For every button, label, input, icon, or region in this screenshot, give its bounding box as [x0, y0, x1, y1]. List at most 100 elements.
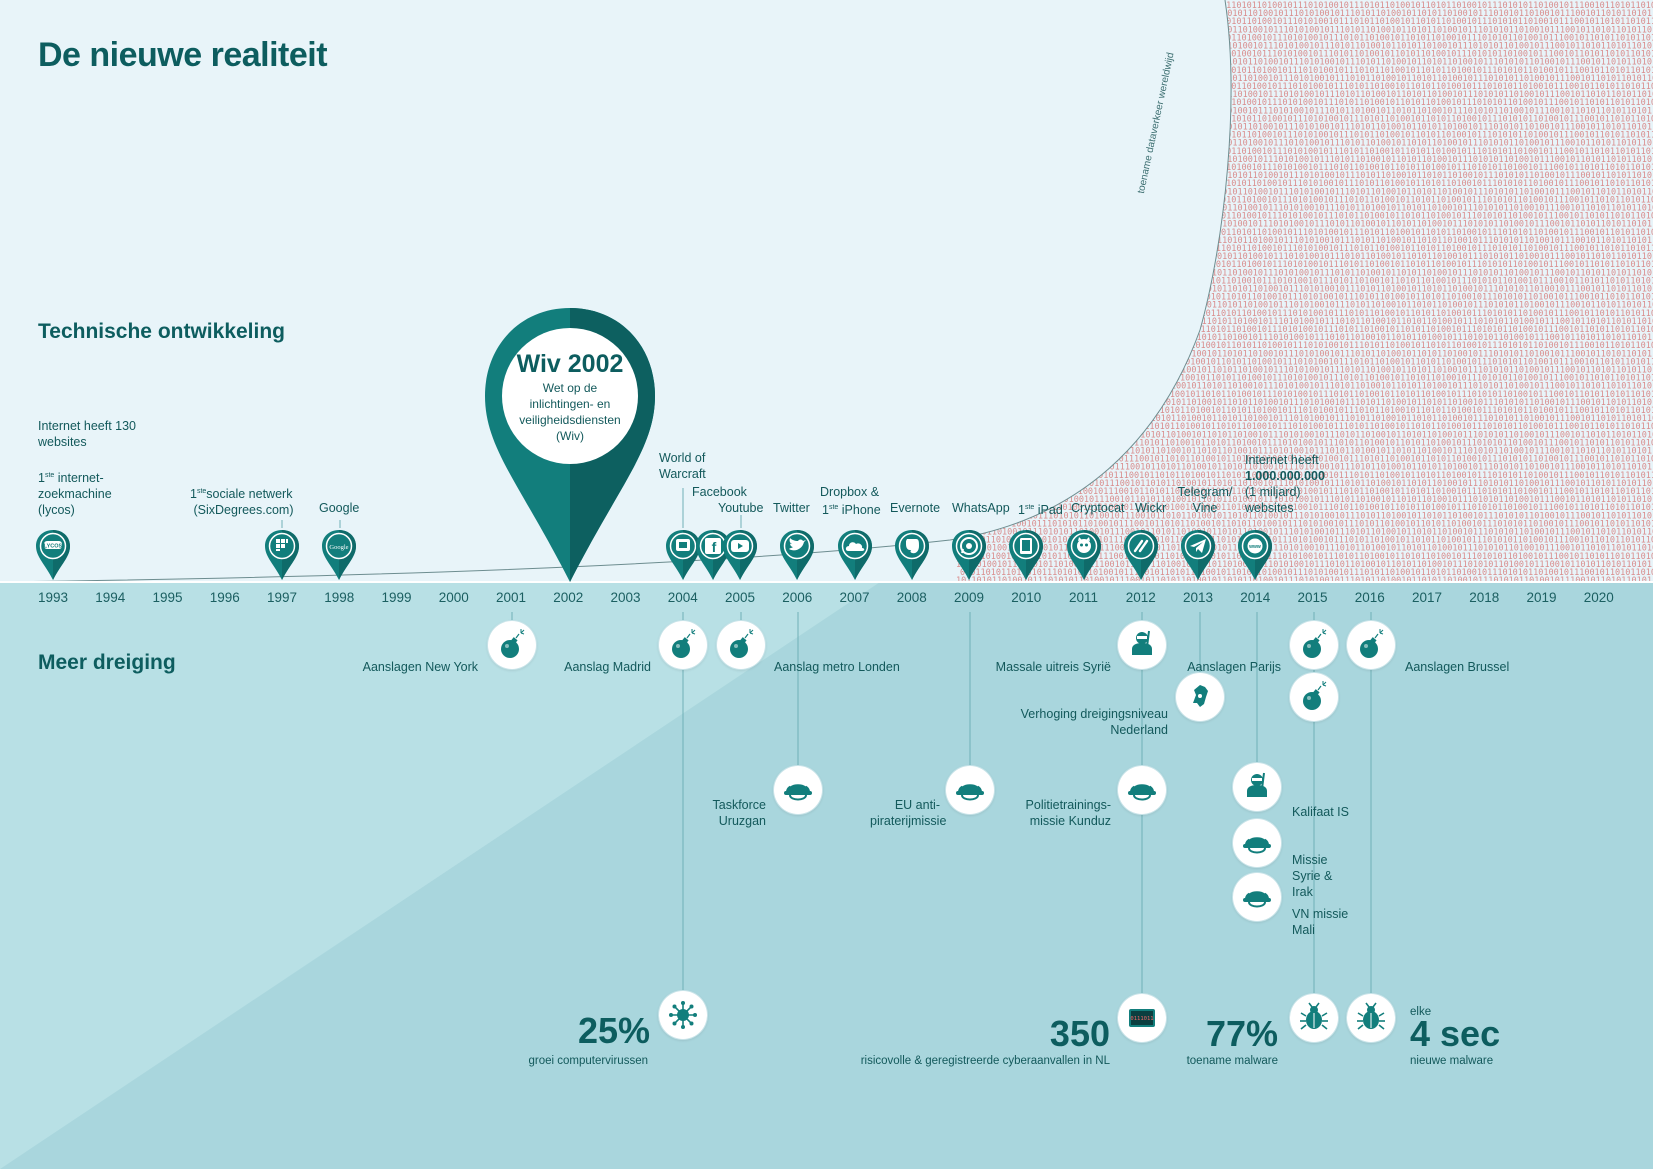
binary-row: 1011010010111010101101001011100101101011…: [956, 447, 1653, 457]
binary-row: 1101011010010111010101101001011100101101…: [960, 82, 1653, 92]
binary-row: 1011010010111010101101001011100101101011…: [956, 220, 1653, 230]
label-kunduz: Politietrainings-missie Kunduz: [1025, 798, 1111, 828]
label-lycos: 1ste internet-zoekmachine (lycos): [38, 471, 112, 518]
binary-row: 0101101011010010111010101101001011100101…: [956, 511, 1653, 521]
binary-row: 1011010010111010101101001011100101101011…: [960, 503, 1653, 513]
pin-wow-icon[interactable]: [665, 530, 700, 580]
pin-youtube-icon[interactable]: [723, 530, 757, 580]
binary-row: 1011010010111010101101001011100101101011…: [960, 390, 1653, 400]
page-title: De nieuwe realiteit: [38, 36, 328, 74]
binary-row: 0110101101001011101010110100101110010110…: [960, 357, 1653, 367]
label-ipad: 1ste iPad: [1018, 503, 1063, 518]
pin-twitter-icon[interactable]: [780, 530, 815, 580]
binary-row: 1010110100101110101011010010111001011010…: [956, 204, 1653, 214]
label-whatsapp: WhatsApp: [952, 501, 1010, 515]
syrie-soldier-icon[interactable]: [1118, 621, 1166, 669]
parijs-bomb-icon[interactable]: [1290, 621, 1338, 669]
year-label-2003: 2003: [610, 590, 641, 605]
binary-row: 1011010110100101110101011010010111001011…: [960, 66, 1653, 76]
year-label-2001: 2001: [495, 590, 527, 605]
binary-row: 0110101101001011101010110100101110010110…: [960, 17, 1653, 27]
binary-row: 0101101011010010111010101101001011100101…: [956, 58, 1653, 68]
malware2-bug-icon[interactable]: [1347, 994, 1395, 1042]
brussel-bomb-icon[interactable]: [1347, 621, 1395, 669]
pin-lycos-icon[interactable]: LYCOS: [36, 530, 70, 580]
year-label-2020: 2020: [1583, 590, 1614, 605]
malware-bug-icon[interactable]: [1290, 994, 1338, 1042]
binary-row: 1011010110100101110101011010010111001011…: [960, 293, 1653, 303]
binary-row: 1101011010010111010101101001011100101101…: [960, 309, 1653, 319]
binary-row: 0101101001011101010110100101110010110101…: [960, 212, 1653, 222]
label-madrid: Aanslag Madrid: [564, 660, 651, 674]
binary-row: 1101011010010111010101101001011100101101…: [960, 422, 1653, 432]
pin-dropbox-icon[interactable]: [837, 530, 872, 580]
stat-malware-label: toename malware: [1186, 1055, 1278, 1067]
binary-row: 0110101101001011101010110100101110010110…: [960, 131, 1653, 141]
kunduz-helmet-icon[interactable]: [1118, 766, 1166, 814]
label-brussel: Aanslagen Brussel: [1405, 660, 1510, 674]
label-google: Google: [319, 501, 360, 515]
pin-wickr-icon[interactable]: [1123, 530, 1158, 580]
piraterij-helmet-icon[interactable]: [946, 766, 994, 814]
stat-virus-label: groei computervirussen: [528, 1055, 648, 1067]
pin-evernote-icon[interactable]: [894, 530, 929, 580]
year-label-1998: 1998: [324, 590, 355, 605]
stat-virus-value: 25%: [577, 1010, 650, 1051]
label-telegram: Telegram/ Vine: [1177, 485, 1233, 515]
year-label-2019: 2019: [1526, 590, 1557, 605]
londen-bomb-icon[interactable]: [717, 621, 765, 669]
pin-sixdeg-icon[interactable]: [265, 530, 299, 580]
binary-row: 1010110100101110101011010010111001011010…: [956, 317, 1653, 327]
binary-row: 1010110100101110101011010010111001011010…: [960, 147, 1653, 157]
stat-sec-label: nieuwe malware: [1410, 1055, 1494, 1067]
dreiging-nl-icon[interactable]: [1176, 673, 1224, 721]
label-mali: VN missie Mali: [1292, 907, 1349, 937]
year-label-2008: 2008: [896, 590, 927, 605]
binary-row: 1010110100101110101011010010111001011010…: [960, 260, 1653, 270]
kalifaat-soldier-icon[interactable]: [1233, 763, 1281, 811]
label-piraterij: EU anti-piraterijmissie: [870, 798, 947, 828]
parijs2-bomb-icon[interactable]: [1290, 673, 1338, 721]
year-label-2006: 2006: [782, 590, 813, 605]
cyber-screen-icon[interactable]: 0111011: [1118, 994, 1166, 1042]
pin-www-icon[interactable]: www: [1238, 530, 1273, 580]
pin-telegram-icon[interactable]: [1181, 530, 1215, 580]
stat-cyber-value: 350: [1049, 1013, 1110, 1054]
year-label-2005: 2005: [724, 590, 756, 605]
binary-row: 0101101011010010111010101101001011100101…: [960, 114, 1653, 124]
wiv-pin[interactable]: [480, 308, 660, 584]
label-facebook: Facebook: [692, 485, 747, 499]
pin-whatsapp-icon[interactable]: [952, 530, 986, 580]
year-label-2010: 2010: [1011, 590, 1042, 605]
binary-row: 1010110100101110101011010010111001011010…: [956, 430, 1653, 440]
binary-row: 1010110100101110101011010010111001011010…: [956, 90, 1653, 100]
pin-cryptocat-icon[interactable]: [1066, 530, 1101, 580]
binary-row: 0110101101001011101010110100101110010110…: [956, 74, 1653, 84]
label-newyork: Aanslagen New York: [362, 660, 478, 674]
newyork-bomb-icon[interactable]: [488, 621, 536, 669]
pin-google-icon[interactable]: Google: [322, 530, 357, 580]
missie-syrie-helmet-icon[interactable]: [1233, 819, 1281, 867]
label-wickr: Wickr: [1135, 501, 1167, 515]
uruzgan-helmet-icon[interactable]: [774, 766, 822, 814]
label-syrie: Massale uitreis Syrië: [995, 660, 1111, 674]
binary-row: 1011010110100101110101011010010111001011…: [956, 123, 1653, 133]
year-label-2007: 2007: [839, 590, 870, 605]
binary-row: 0101101001011101010110100101110010110101…: [956, 382, 1653, 392]
binary-row: 0110101101001011101010110100101110010110…: [960, 244, 1653, 254]
mali-helmet-icon[interactable]: [1233, 873, 1281, 921]
wiv-title: Wiv 2002: [516, 350, 624, 378]
year-label-2012: 2012: [1125, 590, 1156, 605]
svg-text:0111011: 0111011: [1130, 1016, 1153, 1022]
binary-row: 1010110100101110101011010010111001011010…: [956, 544, 1653, 554]
binary-row: 0101101011010010111010101101001011100101…: [956, 285, 1653, 295]
binary-row: 1011010010111010101101001011100101101011…: [960, 50, 1653, 60]
stat-sec-pre: elke: [1410, 1006, 1432, 1018]
virus-icon[interactable]: [659, 991, 707, 1039]
binary-row: 1010110100101110101011010010111001011010…: [960, 487, 1653, 497]
pin-ipad-icon[interactable]: [1009, 530, 1044, 580]
binary-row: 1011010110100101110101011010010111001011…: [956, 236, 1653, 246]
label-youtube: Youtube: [718, 501, 764, 515]
madrid-bomb-icon[interactable]: [659, 621, 707, 669]
